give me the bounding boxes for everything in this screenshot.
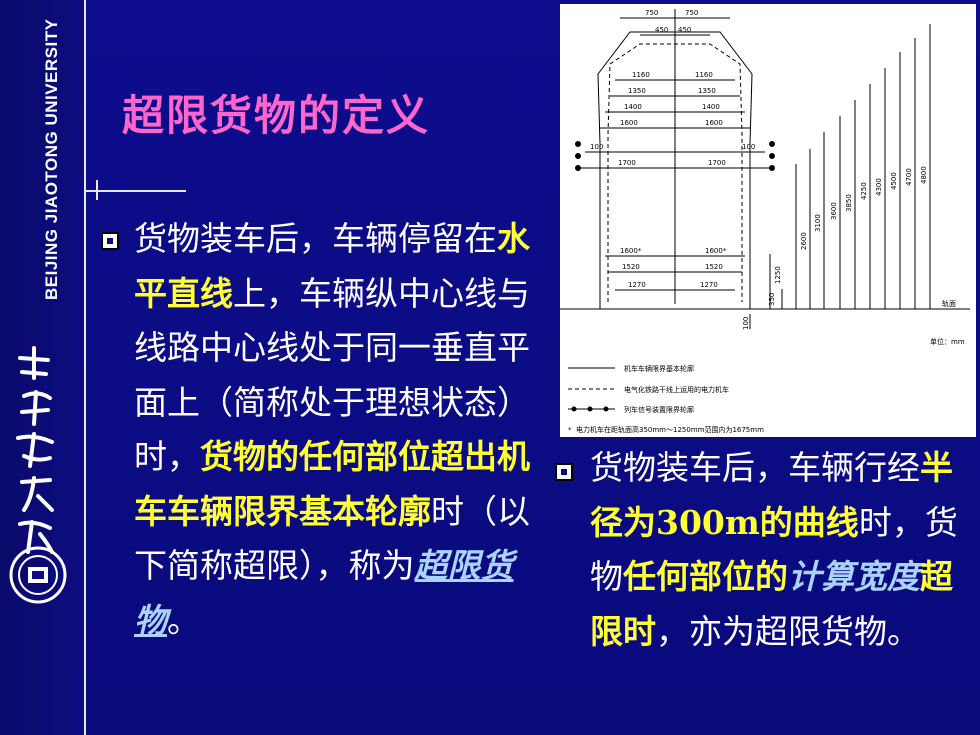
dim-label: 4800 (920, 166, 928, 184)
highlight-any-part: 任何部位的 (623, 557, 788, 596)
dim-label: 1600 (620, 119, 638, 127)
legend-item: 机车车辆限界基本轮廓 (624, 364, 694, 373)
legend-star: * (568, 426, 572, 434)
dim-label: 4700 (905, 168, 913, 186)
dim-label: 4300 (875, 178, 883, 196)
decorative-line (86, 190, 186, 192)
dim-label: 750 (685, 9, 698, 17)
text-run: ，亦为超限货物。 (656, 611, 920, 651)
loading-gauge-diagram: 750 750 450 450 1160 1350 1400 1600 100 … (560, 4, 976, 437)
text-run: 货物装车后，车辆行经 (590, 448, 920, 487)
dim-label: 1400 (624, 103, 642, 111)
dim-label: 350 (768, 293, 776, 306)
right-definition-paragraph: 货物装车后，车辆行经半径为300m的曲线时，货物任何部位的计算宽度超限时，亦为超… (590, 441, 970, 659)
dim-label: 4250 (860, 182, 868, 200)
dim-label: 1520 (622, 263, 640, 271)
highlight-radius: 半径为300m的曲线 (590, 448, 953, 542)
dim-label: 1160 (632, 71, 650, 79)
text-run: 。 (167, 600, 200, 640)
text-run: 上，车辆纵中心线与线路中心线处于同一垂直平面上（简称处于理想状态）时， (134, 273, 530, 477)
dim-label: 1520 (705, 263, 723, 271)
sidebar-divider (84, 0, 86, 735)
dim-label: 1700 (708, 159, 726, 167)
legend-item: 电气化铁路干线上运用的电力机车 (624, 385, 729, 394)
university-name: BEIJING JIAOTONG UNIVERSITY (42, 18, 61, 300)
dim-label: 750 (645, 9, 658, 17)
bullet-icon (555, 463, 573, 481)
dim-label: 3850 (845, 194, 853, 212)
calligraphy-logo-icon (16, 346, 54, 554)
text-run: 时（以下简称超限），称为 (134, 491, 530, 586)
highlight-horizontal-straight-line: 水平直线 (134, 219, 530, 313)
dim-label: 100 (742, 143, 755, 151)
dim-label: 450 (678, 26, 691, 34)
legend-item: 列车信号装置限界轮廓 (624, 405, 694, 414)
dim-label: 2600 (800, 232, 808, 250)
term-oversize-cargo-link[interactable]: 超限货物 (134, 546, 514, 640)
dim-label: 4500 (890, 172, 898, 190)
dim-label: 1400 (702, 103, 720, 111)
university-emblem-icon (9, 546, 67, 604)
dim-label: 450 (655, 26, 668, 34)
dim-label: 1700 (618, 159, 636, 167)
dim-label: 1600* (620, 247, 642, 255)
dim-label: 100 (590, 143, 603, 151)
dim-label: 1600* (705, 247, 727, 255)
text-run: 时，货物 (590, 502, 958, 597)
bullet-icon (101, 232, 119, 250)
highlight-exceed-gauge: 货物的任何部位超出机车车辆限界基本轮廓 (134, 437, 530, 531)
dim-label: 100 (742, 317, 750, 330)
dim-label: 3600 (830, 202, 838, 220)
gauge-outline-drawing: 750 750 450 450 1160 1350 1400 1600 100 … (560, 9, 970, 434)
dim-label: 1350 (628, 87, 646, 95)
highlight-exceeds: 超限时 (590, 557, 953, 651)
university-sidebar: BEIJING JIAOTONG UNIVERSITY (0, 0, 86, 735)
slide-title: 超限货物的定义 (122, 91, 431, 140)
dim-label: 1250 (774, 266, 782, 284)
dim-label: 1600 (705, 119, 723, 127)
text-run: 货物装车后，车辆停留在 (134, 219, 497, 258)
left-definition-paragraph: 货物装车后，车辆停留在水平直线上，车辆纵中心线与线路中心线处于同一垂直平面上（简… (134, 212, 534, 648)
dim-label: 1270 (700, 281, 718, 289)
term-calculated-width: 计算宽度 (788, 557, 920, 596)
unit-label: 单位：mm (930, 337, 965, 346)
legend-item: 电力机车在距轨面高350mm～1250mm范围内为1675mm (576, 425, 764, 434)
dim-label: 3100 (814, 214, 822, 232)
dim-label: 1160 (695, 71, 713, 79)
dim-label: 1350 (698, 87, 716, 95)
dim-label: 1270 (628, 281, 646, 289)
decorative-line-vertical (96, 180, 98, 200)
rail-label: 轨面 (942, 299, 956, 308)
